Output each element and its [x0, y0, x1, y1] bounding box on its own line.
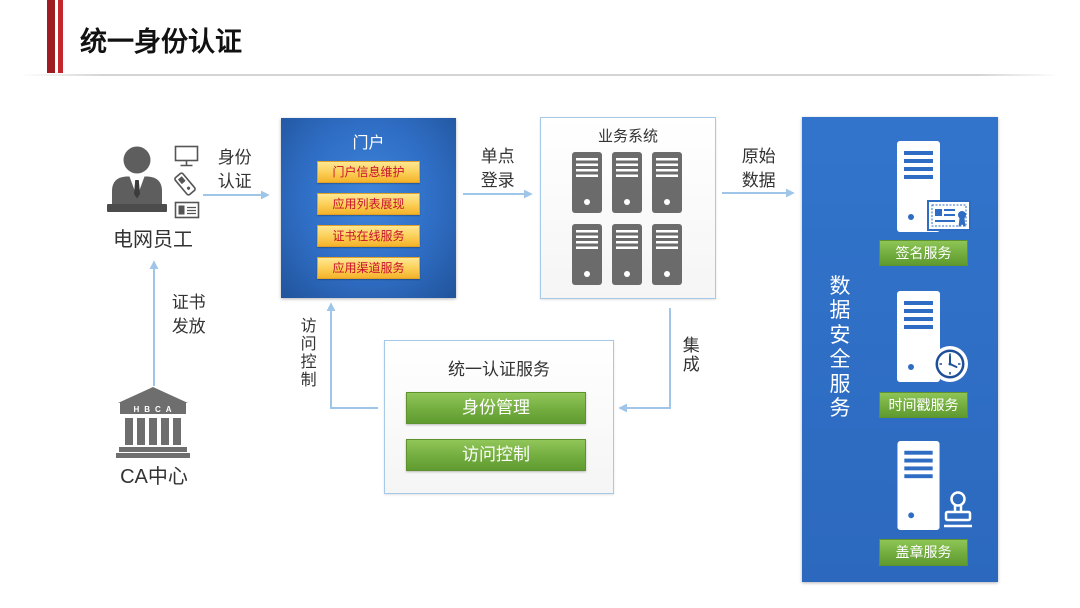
- auth-service-box: 统一认证服务 身份管理 访问控制: [384, 340, 614, 494]
- computer-icon: [174, 145, 199, 167]
- data-security-title: 数据安全服务: [829, 275, 851, 421]
- data-security-panel: 数据安全服务 签名服务 时间戳服务 盖章服务: [802, 117, 998, 582]
- integration-arrow: [618, 308, 671, 413]
- title-accent-bar: [47, 0, 55, 73]
- businessman-icon: [107, 146, 167, 212]
- integration-label: 集成: [682, 336, 700, 374]
- identity-management-module: 身份管理: [406, 392, 586, 424]
- portal-item: 门户信息维护: [317, 161, 420, 183]
- usb-key-icon: [174, 172, 196, 196]
- signature-service-label: 签名服务: [879, 240, 968, 266]
- raw-data-label: 原始数据: [741, 147, 776, 190]
- business-system-title: 业务系统: [597, 128, 658, 145]
- employee-label: 电网员工: [113, 229, 193, 251]
- portal-item: 证书在线服务: [317, 225, 420, 247]
- seal-service-label: 盖章服务: [879, 539, 968, 566]
- identity-auth-label: 身份认证: [217, 148, 252, 191]
- portal-item: 应用渠道服务: [317, 257, 420, 279]
- portal-title: 门户: [352, 135, 385, 152]
- auth-service-title: 统一认证服务: [448, 360, 550, 379]
- page-title: 统一身份认证: [80, 27, 242, 57]
- portal-box: 门户 门户信息维护 应用列表展现 证书在线服务 应用渠道服务: [281, 118, 456, 298]
- id-card-icon: [174, 201, 200, 219]
- portal-item: 应用列表展现: [317, 193, 420, 215]
- sso-label: 单点登录: [480, 147, 515, 190]
- access-control-arrow: [326, 302, 378, 409]
- ca-emblem-text: HBCA: [133, 405, 176, 414]
- access-control-module: 访问控制: [406, 439, 586, 471]
- business-system-box: 业务系统: [540, 117, 716, 299]
- cert-issue-label: 证书发放: [171, 293, 206, 336]
- ca-center-label: CA中心: [120, 466, 188, 488]
- timestamp-service-label: 时间戳服务: [879, 392, 968, 418]
- access-control-label: 访问控制: [300, 318, 317, 389]
- title-divider: [20, 74, 1060, 76]
- title-accent-bar-thin: [58, 0, 63, 73]
- bank-building-icon: HBCA: [116, 387, 190, 458]
